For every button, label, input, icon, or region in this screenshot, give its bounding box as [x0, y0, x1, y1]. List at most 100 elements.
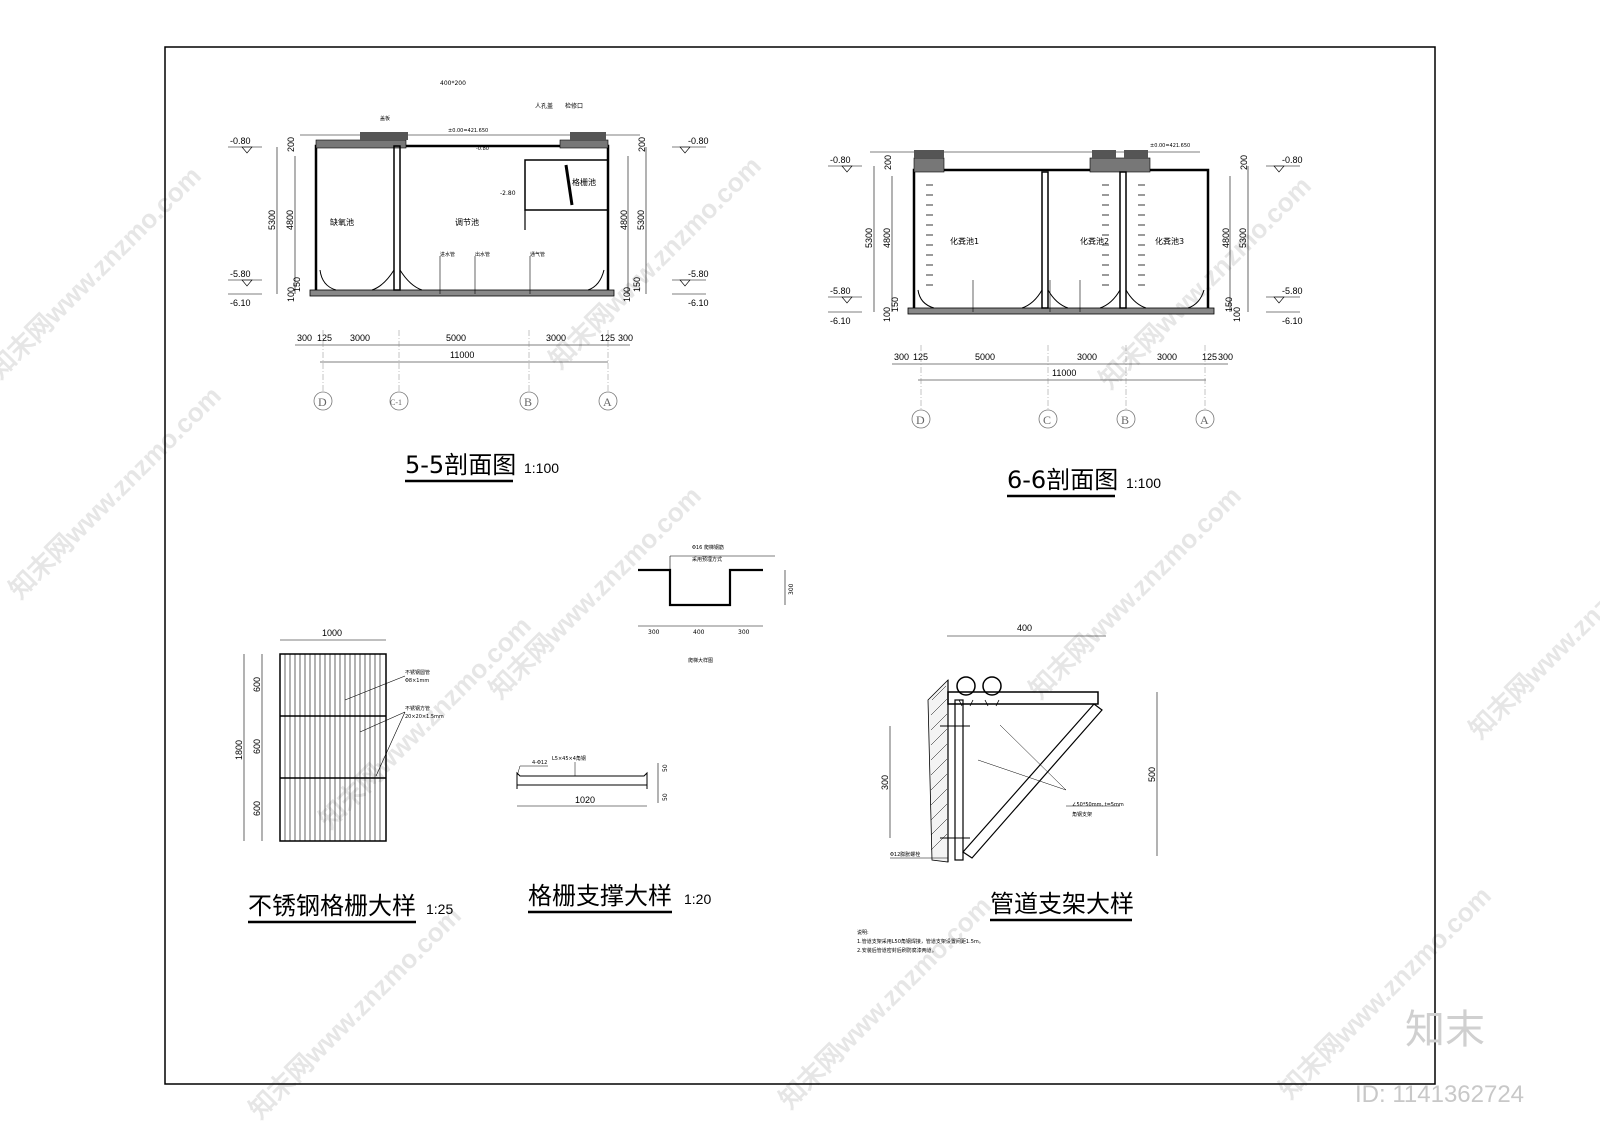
manhole-cover [360, 132, 408, 140]
level-label: -6.10 [830, 316, 851, 326]
grating-frame [279, 653, 387, 842]
pipe [956, 676, 976, 696]
top-slab [559, 139, 609, 149]
level-label: -0.80 [688, 136, 709, 146]
dim-text: 5000 [446, 333, 466, 343]
level-label: -5.80 [688, 269, 709, 279]
watermark-text: 知末网www.znzmo.com [1463, 520, 1600, 744]
drawing-scale: 1:100 [524, 460, 559, 476]
axis-bubble [1038, 409, 1058, 429]
datum-label: ±0.00=421.650 [1150, 143, 1190, 149]
note: 不锈钢方管 [405, 705, 430, 712]
dim-text: 400 [1017, 623, 1032, 633]
dim-text: 4800 [619, 210, 629, 230]
pipe-bracket-detail: 400 300 500 ∠50*50mm, t=5mm 角钢支架 Φ12膨胀螺栓… [857, 623, 1158, 954]
dim-text: 5300 [267, 210, 277, 230]
dim-text: 150 [890, 297, 900, 312]
note: L5×45×4角钢 [552, 755, 586, 762]
axis-bubble [598, 391, 618, 411]
axis-bubble [519, 391, 539, 411]
dim-text: 150 [632, 277, 642, 292]
dim-text: 3000 [1157, 352, 1177, 362]
dim-text: 5300 [1238, 228, 1248, 248]
section-5-5: 缺氧池 调节池 格栅池 400*200 人孔盖 检修口 盖板 ±0.00=421… [228, 80, 709, 483]
dim-text: 4800 [1221, 228, 1231, 248]
dim-text: 5300 [864, 228, 874, 248]
axis-label: B [524, 395, 532, 409]
dim-text: 300 [648, 629, 660, 636]
dim-text: 50 [662, 764, 669, 772]
dim-text: 300 [788, 583, 795, 595]
dim-text: 200 [1239, 155, 1249, 170]
axis-label: A [603, 395, 612, 409]
note: 不锈钢圆管 [405, 669, 430, 676]
dim-text: 4800 [285, 210, 295, 230]
drawing-title: 5-5剖面图 [405, 451, 516, 479]
dim-text: 100 [1232, 307, 1242, 322]
dim-text: 100 [622, 287, 632, 302]
bracket-brace [962, 703, 1103, 859]
watermark-text: 知末网www.znzmo.com [1273, 880, 1497, 1104]
manhole-cover [570, 132, 606, 140]
room-label: 调节池 [455, 217, 479, 227]
dim-text: 300 [1218, 352, 1233, 362]
axis-label: C [1043, 413, 1051, 427]
axis-bubble [313, 391, 333, 411]
dim-text: 1000 [322, 628, 342, 638]
dim-text: 200 [637, 137, 647, 152]
drawing-scale: 1:100 [1126, 475, 1161, 491]
dim-text: 100 [882, 307, 892, 322]
dim-text: 500 [1147, 767, 1157, 782]
dim-text: 125 [1202, 352, 1217, 362]
dim-text: 3000 [350, 333, 370, 343]
drawing-scale: 1:25 [426, 901, 453, 917]
axis-bubble [389, 391, 409, 411]
drawing-title: 不锈钢格栅大样 [248, 892, 416, 920]
dim-text: 200 [286, 137, 296, 152]
room-label: 化粪池1 [950, 236, 979, 246]
note: Φ12膨胀螺栓 [890, 851, 920, 858]
note: Φ16 爬梯钢筋 [692, 544, 724, 551]
support-detail: 1020 50 50 4-Φ12 L5×45×4角钢 格栅支撑大样 1:20 [516, 755, 711, 914]
dim-text: 5300 [636, 210, 646, 230]
dim-text: 125 [317, 333, 332, 343]
note-line: 2.安装后管道密封后刷防腐漆两道。 [857, 947, 937, 954]
pipe-note: 进水管 [440, 251, 455, 258]
pipe-note: 通气管 [530, 251, 545, 258]
dim-text: 1800 [234, 740, 244, 760]
dim-text: 4800 [882, 228, 892, 248]
axis-bubble [911, 409, 931, 429]
level-label: -0.80 [476, 146, 489, 152]
note: 检修口 [565, 102, 583, 110]
dim-text: 300 [880, 775, 890, 790]
brand-logo: 知末 [1405, 1007, 1485, 1053]
watermark-layer: 知末网www.znzmo.com 知末网www.znzmo.com 知末网www… [0, 150, 1600, 1124]
room-label: 化粪池3 [1155, 236, 1184, 246]
base-slab [309, 289, 615, 297]
sheet-border [164, 46, 1436, 1085]
notes-title: 说明: [857, 929, 869, 936]
axis-label: C-1 [390, 398, 402, 407]
watermark-text: 知末网www.znzmo.com [0, 160, 207, 384]
drawing-title: 6-6剖面图 [1007, 466, 1118, 494]
grating-detail: 1000 1800 600 600 600 不锈钢圆管 Φ8×1mm 不锈钢方管… [234, 628, 453, 924]
level-label: -6.10 [688, 298, 709, 308]
dim-text: 125 [600, 333, 615, 343]
caption: 爬梯大样图 [688, 657, 713, 664]
level-label: -6.10 [230, 298, 251, 308]
room-label: 格栅池 [572, 177, 596, 187]
dim-text: 5000 [975, 352, 995, 362]
axis-label: D [916, 413, 925, 427]
level-label: -0.80 [1282, 155, 1303, 165]
partition-wall [393, 145, 401, 291]
dim-text: 200 [883, 155, 893, 170]
level-label: -5.80 [830, 286, 851, 296]
axis-label: A [1200, 413, 1209, 427]
dim-text: 125 [913, 352, 928, 362]
pipe [982, 676, 1002, 696]
dim-text: 3000 [1077, 352, 1097, 362]
watermark-text: 知末网www.znzmo.com [1023, 480, 1247, 704]
note: Φ8×1mm [405, 678, 429, 684]
level-label: -5.80 [1282, 286, 1303, 296]
dim-text: 150 [1224, 297, 1234, 312]
